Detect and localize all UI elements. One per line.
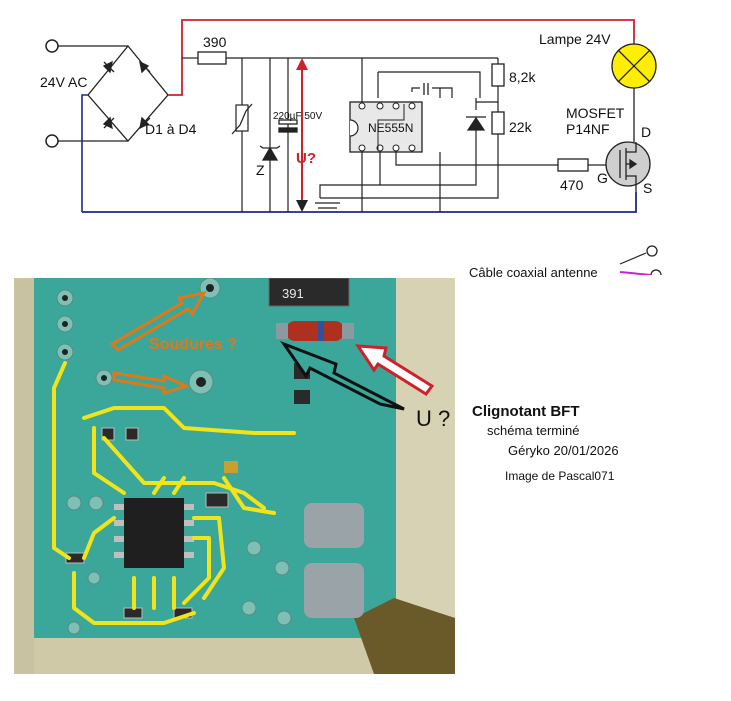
voltage-black-arrow (280, 340, 405, 411)
varistor (231, 103, 253, 135)
pcb-component-marking: 391 (282, 286, 304, 301)
ic-label: NE555N (368, 121, 414, 135)
pcb-ic (114, 498, 194, 568)
lamp-label: Lampe 24V (539, 31, 611, 47)
ne555-ic (349, 101, 423, 153)
bridge-rectifier (87, 44, 169, 142)
electrolytic-capacitor (278, 119, 298, 133)
info-credit: Image de Pascal071 (505, 469, 615, 483)
voltage-note: U ? (416, 406, 451, 431)
resistor-470-body (557, 158, 589, 172)
resistor-390-label: 390 (203, 34, 227, 50)
bridge-label: D1 à D4 (145, 121, 197, 137)
timing-capacitor (423, 83, 429, 95)
negative-rail (82, 192, 637, 213)
voltage-probe-arrow (296, 58, 308, 212)
pcb-photo-drawing: 391 (14, 278, 455, 674)
bridge-positive-lead (168, 58, 183, 96)
coax-antenna (619, 245, 662, 275)
capacitor-label: 220µF 50V (273, 111, 323, 122)
drain-label: D (641, 124, 652, 140)
resistor-8k2-label: 8,2k (509, 69, 536, 85)
info-status: schéma terminé (487, 423, 580, 438)
coax-label: Câble coaxial antenne (469, 265, 598, 280)
resistor-22k-label: 22k (509, 119, 532, 135)
resistor-22k-body (491, 111, 505, 135)
pcb-traces (52, 361, 296, 625)
bridge-negative-lead (81, 94, 88, 212)
pcb-photo: 391 Soudures ? U ? (14, 278, 455, 674)
resistor-390-body (197, 51, 227, 65)
source-label: S (643, 180, 653, 196)
resistor-470-label: 470 (560, 177, 584, 193)
voltage-probe-label: U? (296, 150, 316, 167)
ac-leads (58, 45, 128, 142)
mosfet-symbol (605, 141, 651, 192)
gate-label: G (597, 170, 608, 186)
zener-diode (259, 145, 281, 161)
ac-terminals (45, 39, 59, 148)
schematic-diagram (45, 19, 662, 275)
zener-label: Z (256, 162, 265, 178)
soldering-note: Soudures ? (149, 336, 238, 353)
positive-rail (181, 19, 635, 58)
pcb-diode (276, 321, 354, 341)
diode-red-arrow (355, 344, 435, 397)
supply-voltage-label: 24V AC (40, 74, 88, 90)
lamp-symbol (611, 40, 657, 142)
info-author-date: Géryko 20/01/2026 (508, 443, 619, 458)
mosfet-label: MOSFET (566, 105, 625, 121)
mosfet-part-label: P14NF (566, 121, 610, 137)
info-title: Clignotant BFT (472, 403, 580, 420)
signal-diode (466, 116, 486, 131)
resistor-8k2-body (491, 63, 505, 87)
solder-arrows (109, 290, 207, 396)
